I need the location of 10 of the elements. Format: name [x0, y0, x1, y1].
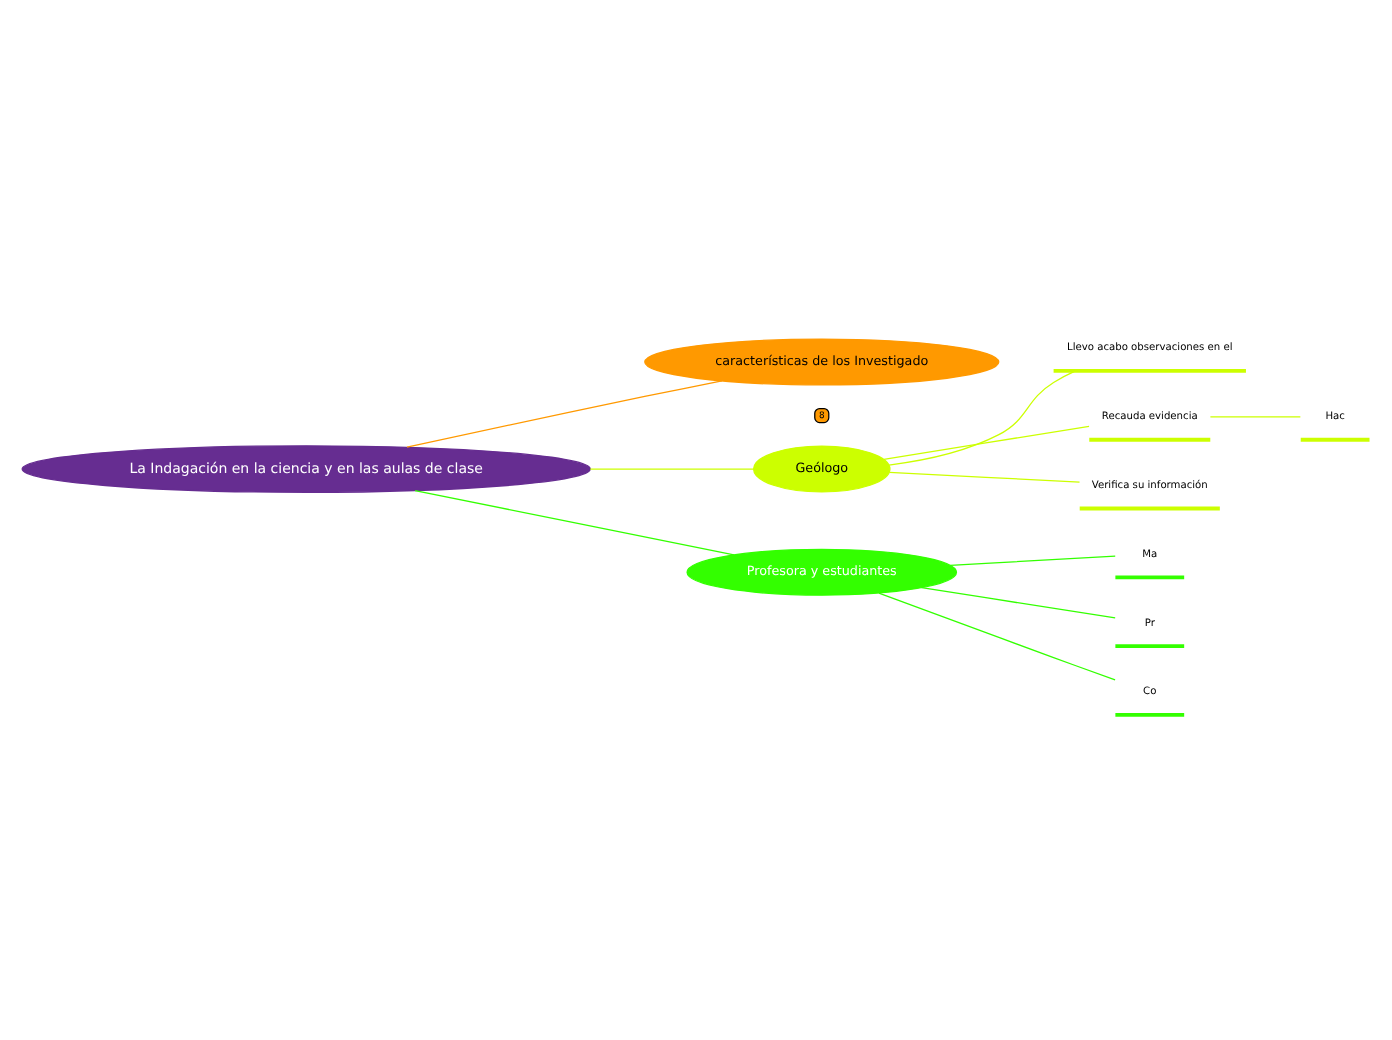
connector	[883, 425, 1090, 460]
connector	[888, 370, 1076, 466]
connector	[406, 380, 723, 448]
connector	[589, 468, 755, 470]
connector	[920, 587, 1116, 619]
connector	[1209, 416, 1301, 418]
connector	[878, 592, 1116, 681]
connector	[414, 490, 735, 556]
connector	[949, 555, 1116, 566]
connector	[888, 471, 1081, 483]
